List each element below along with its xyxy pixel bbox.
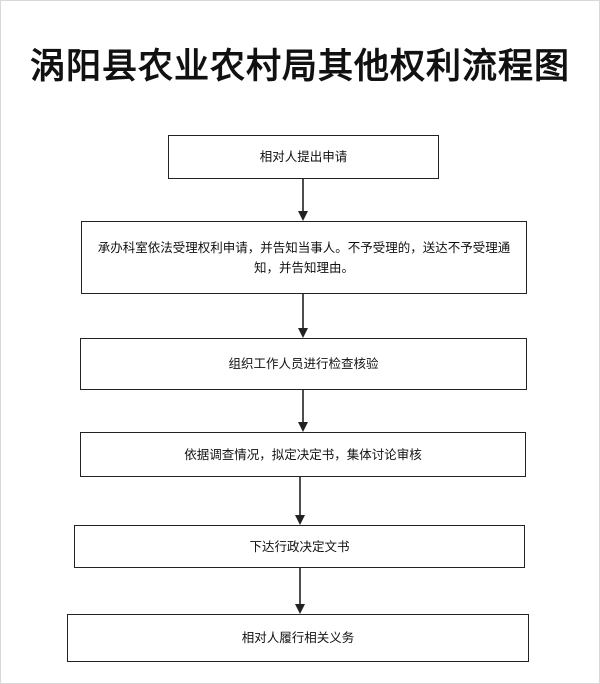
flow-step-3-label: 组织工作人员进行检查核验 bbox=[228, 356, 379, 371]
flow-step-3: 组织工作人员进行检查核验 bbox=[80, 338, 527, 390]
flow-step-2: 承办科室依法受理权利申请，并告知当事人。不予受理的，送达不予受理通知，并告知理由… bbox=[81, 221, 527, 294]
flow-step-4-label: 依据调查情况，拟定决定书，集体讨论审核 bbox=[184, 446, 422, 462]
flow-step-6-label: 相对人履行相关义务 bbox=[241, 630, 355, 645]
flow-step-1-label: 相对人提出申请 bbox=[259, 149, 348, 164]
flow-step-2-label: 承办科室依法受理权利申请，并告知当事人。不予受理的，送达不予受理通知，并告知理由… bbox=[97, 239, 511, 275]
flow-step-1: 相对人提出申请 bbox=[168, 135, 439, 179]
flow-step-5-label: 下达行政决定文书 bbox=[249, 538, 350, 554]
diagram-title: 涡阳县农业农村局其他权利流程图 bbox=[29, 47, 570, 87]
flow-step-5: 下达行政决定文书 bbox=[74, 525, 525, 568]
flow-step-4: 依据调查情况，拟定决定书，集体讨论审核 bbox=[80, 432, 526, 477]
flow-step-6: 相对人履行相关义务 bbox=[67, 614, 529, 662]
